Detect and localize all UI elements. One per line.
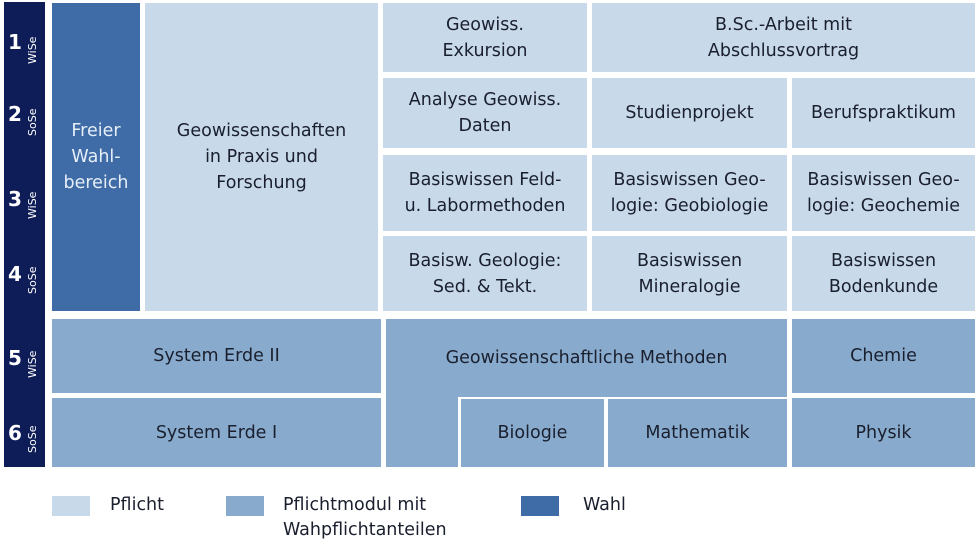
- semester-number: 3: [8, 187, 22, 211]
- semester-2: 2 SoSe: [4, 80, 45, 150]
- semester-number: 6: [8, 421, 22, 445]
- semester-number: 1: [8, 30, 22, 54]
- module-mineralogie: Basiswissen Mineralogie: [592, 236, 787, 311]
- semester-6: 6 SoSe: [4, 397, 45, 467]
- module-feld-labor: Basiswissen Feld- u. Labormethoden: [383, 155, 587, 231]
- semester-number: 4: [8, 262, 22, 286]
- semester-term: SoSe: [26, 266, 39, 294]
- semester-number: 2: [8, 102, 22, 126]
- module-sed-tekt: Basisw. Geologie: Sed. & Tekt.: [383, 236, 587, 311]
- module-analyse: Analyse Geowiss. Daten: [383, 78, 587, 148]
- module-biologie: Biologie: [461, 399, 604, 467]
- module-geobiologie: Basiswissen Geo- logie: Geobiologie: [592, 155, 787, 231]
- semester-term: SoSe: [26, 425, 39, 453]
- legend-swatch-wahl: [521, 496, 559, 516]
- legend-swatch-pflicht: [52, 496, 90, 516]
- semester-3: 3 WiSe: [4, 157, 45, 227]
- semester-term: WiSe: [26, 191, 39, 219]
- module-freier-wahlbereich: Freier Wahl- bereich: [52, 3, 140, 311]
- legend-label-pflicht: Pflicht: [110, 495, 165, 515]
- semester-term: SoSe: [26, 108, 39, 136]
- legend-label-wahlpflicht: Pflichtmodul mit Wahpflichtanteilen: [283, 495, 447, 540]
- module-geochemie: Basiswissen Geo- logie: Geochemie: [792, 155, 975, 231]
- semester-5: 5 WiSe: [4, 320, 45, 390]
- semester-number: 5: [8, 346, 22, 370]
- module-mathematik: Mathematik: [608, 399, 787, 467]
- module-studienprojekt: Studienprojekt: [592, 78, 787, 148]
- module-bsc-arbeit: B.Sc.-Arbeit mit Abschlussvortrag: [592, 3, 975, 72]
- semester-1: 1 WiSe: [4, 6, 45, 76]
- semester-term: WiSe: [26, 350, 39, 378]
- semester-term: WiSe: [26, 36, 39, 64]
- module-bodenkunde: Basiswissen Bodenkunde: [792, 236, 975, 311]
- module-berufspraktikum: Berufspraktikum: [792, 78, 975, 148]
- legend-swatch-wahlpflicht: [226, 496, 264, 516]
- module-chemie: Chemie: [792, 319, 975, 393]
- module-exkursion: Geowiss. Exkursion: [383, 3, 587, 72]
- legend-label-wahl: Wahl: [583, 495, 626, 515]
- module-methoden: Geowissenschaftliche Methoden: [386, 319, 787, 397]
- semester-4: 4 SoSe: [4, 238, 45, 308]
- module-system-erde-1: System Erde I: [52, 398, 381, 467]
- module-praxis-forschung: Geowissenschaften in Praxis und Forschun…: [145, 3, 378, 311]
- module-system-erde-2: System Erde II: [52, 319, 381, 393]
- module-physik: Physik: [792, 398, 975, 467]
